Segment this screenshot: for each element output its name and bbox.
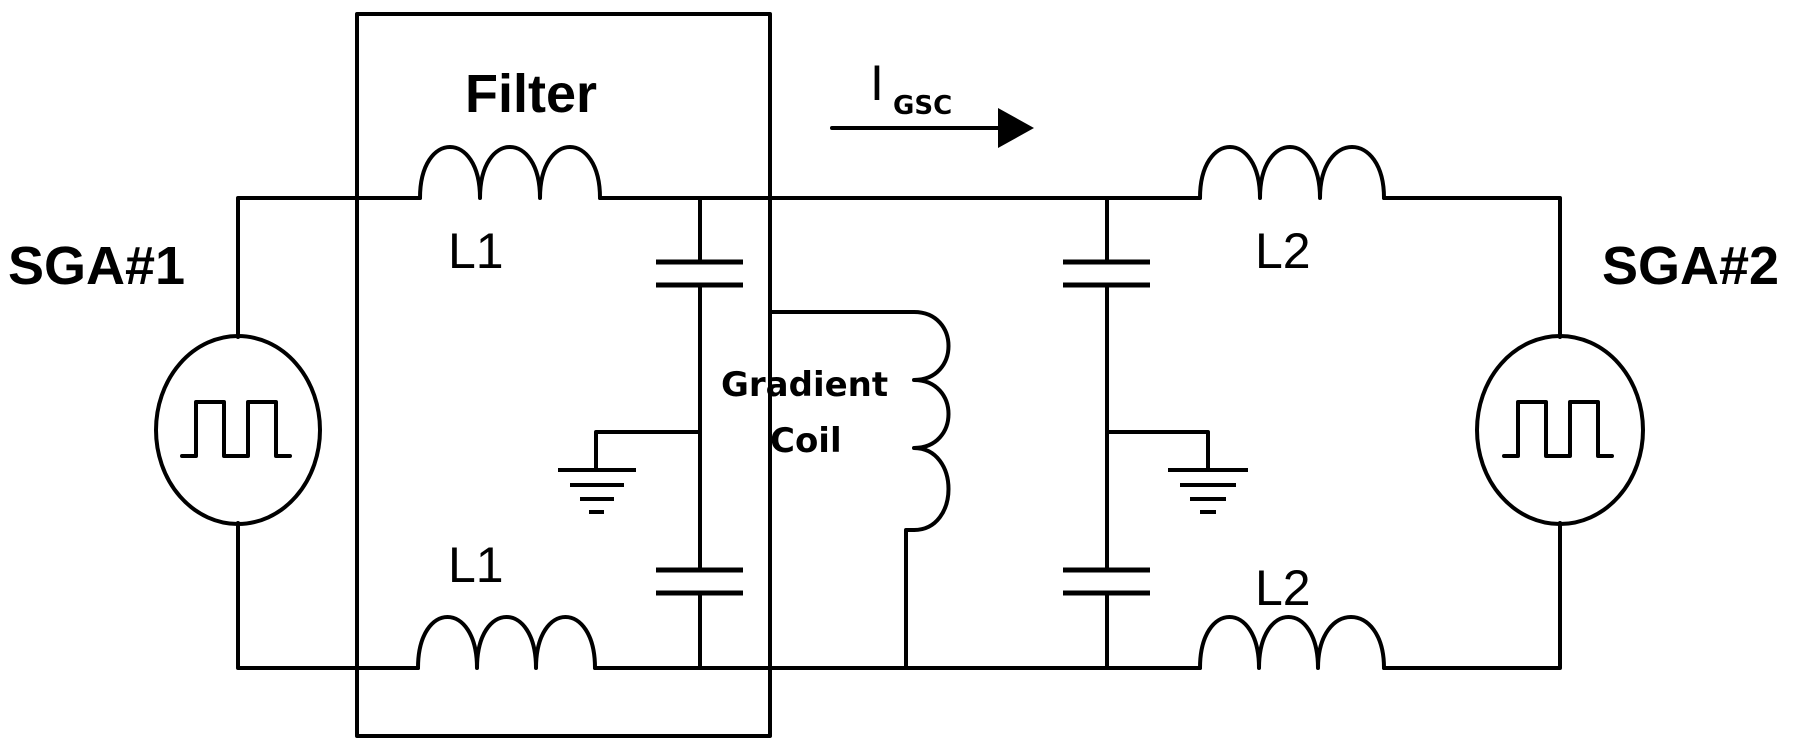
current-label: I xyxy=(870,55,884,111)
sga2-bottom-wire xyxy=(1382,521,1562,670)
gradient-label: Gradient xyxy=(721,365,888,405)
l1-top-inductor-icon xyxy=(418,145,602,200)
filter-label: Filter xyxy=(465,64,597,124)
coil-label: Coil xyxy=(770,421,842,461)
l2-bottom-inductor-icon xyxy=(1198,615,1386,670)
sga1-bottom-wire xyxy=(236,521,420,670)
left-ground-icon xyxy=(558,468,636,514)
l1-top-label: L1 xyxy=(448,223,504,279)
left-lower-capacitor-icon xyxy=(656,567,743,596)
right-lower-capacitor-icon xyxy=(1063,567,1150,596)
gradient-coil xyxy=(768,196,951,670)
current-arrow xyxy=(830,108,1034,148)
left-upper-capacitor-icon xyxy=(656,259,743,288)
l2-top-label: L2 xyxy=(1255,223,1311,279)
sga2-label: SGA#2 xyxy=(1602,236,1779,296)
right-capacitor-branch xyxy=(1063,196,1248,670)
filter-box xyxy=(355,12,772,738)
sga2-source xyxy=(1382,196,1645,670)
sga2-source-circle xyxy=(1475,334,1645,526)
l2-bottom-label: L2 xyxy=(1255,560,1311,616)
l1-bottom-inductor-icon xyxy=(416,615,597,670)
square-wave-source-icon xyxy=(1502,400,1614,458)
sga1-source-circle xyxy=(154,334,322,526)
current-arrow-icon xyxy=(998,108,1034,148)
sga1-source xyxy=(154,196,422,670)
current-subscript: GSC xyxy=(893,91,952,121)
square-wave-source-icon xyxy=(180,400,292,458)
gradient-coil-top-wire xyxy=(768,196,916,314)
sga2-top-wire xyxy=(1382,196,1562,339)
left-ground-wire xyxy=(594,430,702,472)
gradient-coil-inductor-icon xyxy=(912,310,951,532)
gradient-coil-bottom-wire xyxy=(904,528,916,670)
right-ground-wire xyxy=(1105,430,1210,472)
right-ground-icon xyxy=(1168,468,1248,514)
l2-top-inductor-icon xyxy=(1198,145,1386,200)
left-capacitor-branch xyxy=(558,196,743,670)
right-upper-capacitor-icon xyxy=(1063,259,1150,288)
sga1-label: SGA#1 xyxy=(8,236,185,296)
l1-bottom-label: L1 xyxy=(448,537,504,593)
sga1-top-wire xyxy=(236,196,422,339)
